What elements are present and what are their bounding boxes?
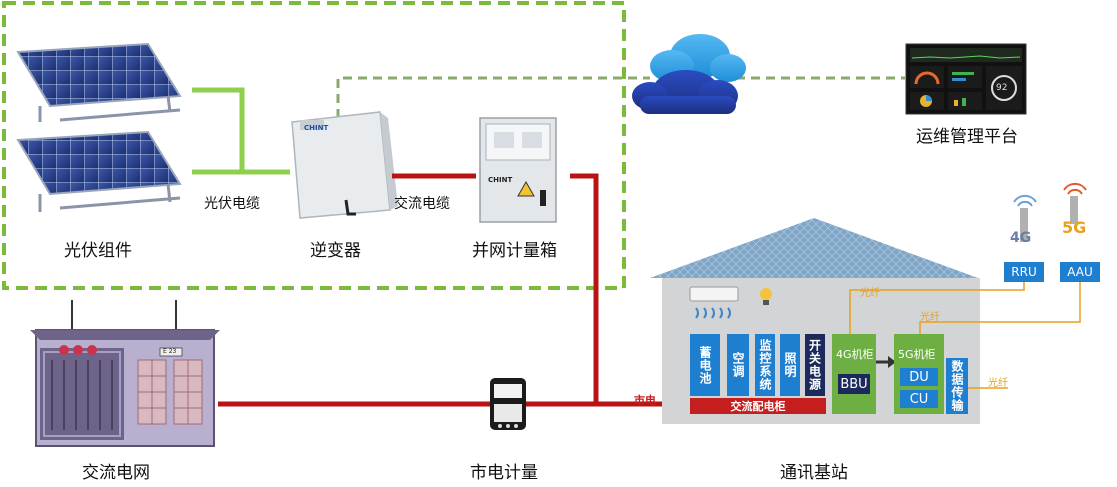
substation-building bbox=[30, 300, 220, 447]
label-ac-cable: 交流电缆 bbox=[394, 196, 450, 212]
pv-cable-line bbox=[192, 87, 290, 175]
ops-dashboard-screen bbox=[905, 43, 1027, 115]
badge-4g: 4G bbox=[1010, 230, 1032, 246]
fiber-label-1: 光纤 bbox=[860, 288, 880, 299]
label-utility-power: 市电 bbox=[634, 394, 656, 407]
label-base-station: 通讯基站 bbox=[780, 463, 848, 483]
switch-psu-box: 开关电源 bbox=[805, 334, 825, 396]
aau-box: AAU bbox=[1060, 262, 1100, 282]
inverter-brand: CHINT bbox=[304, 124, 329, 132]
light-bulb-icon bbox=[760, 288, 772, 305]
grid-feed-line bbox=[570, 173, 690, 407]
antenna-5g-icon bbox=[1063, 183, 1087, 224]
cabinet-5g-title: 5G机柜 bbox=[898, 348, 936, 361]
aircon-icon bbox=[689, 286, 739, 319]
fiber-lines bbox=[849, 278, 1081, 389]
grid-meter-box bbox=[479, 117, 557, 223]
label-pv-modules: 光伏组件 bbox=[64, 241, 132, 261]
monitoring-link bbox=[336, 76, 905, 118]
cu-box: CU bbox=[900, 390, 938, 408]
meterbox-brand: CHINT bbox=[488, 176, 513, 184]
inverter-device bbox=[291, 111, 398, 219]
utility-meter-device bbox=[490, 378, 526, 430]
du-box: DU bbox=[900, 368, 938, 386]
aircon-box: 空调 bbox=[727, 334, 749, 396]
label-pv-cable: 光伏电缆 bbox=[204, 196, 260, 212]
label-grid-meter-box: 并网计量箱 bbox=[472, 241, 557, 261]
antenna-4g-icon bbox=[1013, 195, 1037, 242]
label-utility-meter: 市电计量 bbox=[470, 463, 538, 483]
badge-5g: 5G bbox=[1062, 218, 1087, 237]
ac-distribution-cabinet: 交流配电柜 bbox=[690, 398, 826, 414]
cloud-icon bbox=[632, 34, 746, 114]
dashboard-gauge-value: 92 bbox=[996, 83, 1008, 93]
bbu-box: BBU bbox=[838, 374, 870, 394]
monitoring-box: 监控系统 bbox=[755, 334, 775, 396]
label-ac-grid: 交流电网 bbox=[82, 463, 150, 483]
rru-box: RRU bbox=[1004, 262, 1044, 282]
lighting-box: 照明 bbox=[780, 334, 800, 396]
substation-tag: E 23 bbox=[163, 348, 177, 355]
pv-array-bottom bbox=[16, 130, 182, 212]
fiber-label-3: 光纤 bbox=[988, 378, 1008, 389]
cabinet-4g-title: 4G机柜 bbox=[836, 348, 874, 361]
data-transfer-box: 数据传输 bbox=[946, 358, 968, 414]
battery-box: 蓄电池 bbox=[690, 334, 720, 396]
pv-array-top bbox=[16, 42, 182, 122]
fiber-label-2: 光纤 bbox=[920, 312, 940, 323]
label-inverter: 逆变器 bbox=[310, 241, 361, 261]
dashed-enclosure bbox=[2, 1, 626, 290]
label-ops-platform: 运维管理平台 bbox=[916, 127, 1018, 147]
